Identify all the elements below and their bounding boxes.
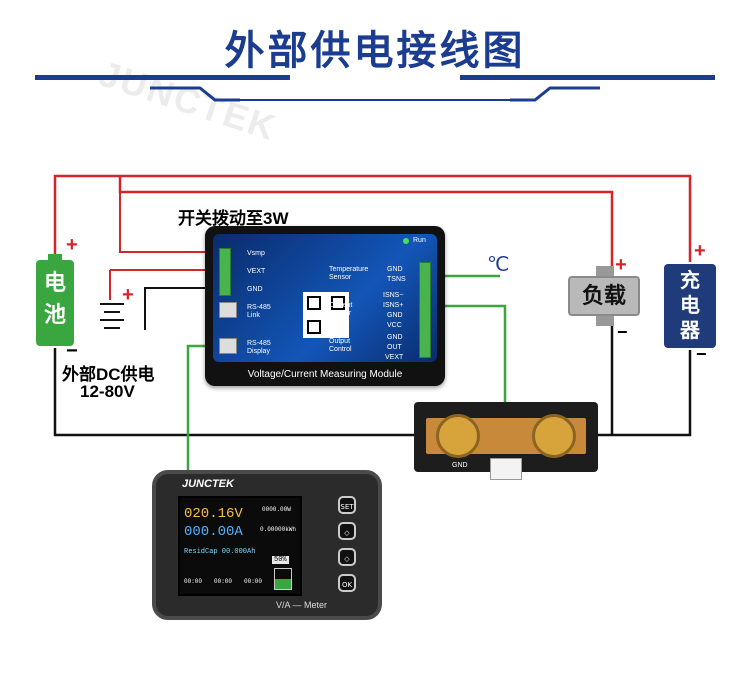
pin-r8: OUT xyxy=(387,344,402,351)
title-underline xyxy=(35,75,715,102)
meter-timer-2: 00:00 xyxy=(214,578,233,585)
ok-button[interactable]: OK xyxy=(338,574,356,592)
meter-display: 020.16V 0000.00W 000.00A 0.00000kWh Resi… xyxy=(178,496,302,596)
pin-r1: GND xyxy=(387,266,403,273)
meter-timer-3: 00:00 xyxy=(244,578,263,585)
meter-current: 000.00A xyxy=(184,524,243,540)
pin-r3: ISNS− xyxy=(383,292,404,299)
shunt-bolt-left xyxy=(436,414,480,458)
run-led xyxy=(403,238,409,244)
positive-wire-main xyxy=(53,174,692,262)
battery-plus: + xyxy=(66,234,78,256)
battery-minus: − xyxy=(66,340,78,362)
shunt-connector xyxy=(490,458,522,480)
charger-label-2: 电 xyxy=(680,293,700,317)
set-button[interactable]: SET xyxy=(338,496,356,514)
module-caption: Voltage/Current Measuring Module xyxy=(247,369,403,380)
va-meter: JUNCTEK 020.16V 0000.00W 000.00A 0.00000… xyxy=(152,470,382,620)
vsmp-wire xyxy=(119,192,222,253)
pin-r4: ISNS+ xyxy=(383,302,404,309)
pin-vsmp: Vsmp xyxy=(247,250,265,257)
battery: 电 池 xyxy=(36,254,74,346)
charger-label-3: 器 xyxy=(680,318,700,342)
pin-r6: VCC xyxy=(387,322,402,329)
meter-brand: JUNCTEK xyxy=(182,478,234,490)
diagram-title: 外部供电接线图 xyxy=(224,27,526,74)
meter-battery-fill xyxy=(275,579,291,589)
negative-wire-main xyxy=(53,348,430,437)
meter-energy: 0.00000kWh xyxy=(260,526,297,533)
run-label: Run xyxy=(413,237,426,244)
rs485-display-port xyxy=(219,338,237,354)
switch-note: 开关拨动至3W xyxy=(178,209,289,228)
up-button[interactable]: ◇ xyxy=(338,522,356,540)
qr-code xyxy=(303,292,349,338)
group-current: Current Sensor xyxy=(329,302,353,317)
load-plus: + xyxy=(615,254,627,276)
meter-power: 0000.00W xyxy=(262,506,291,513)
pin-r9: VEXT xyxy=(385,354,404,361)
charger-plus: + xyxy=(694,240,706,262)
rs485-link-port xyxy=(219,302,237,318)
meter-name: V/A — Meter xyxy=(276,600,328,610)
left-terminal xyxy=(219,248,231,296)
group-temperature: Temperature Sensor xyxy=(329,266,369,281)
dc-label-1: 外部DC供电 xyxy=(62,365,155,384)
battery-label-1: 电 xyxy=(43,271,66,296)
rs485-link-label: RS-485 Link xyxy=(247,304,271,319)
pin-gnd: GND xyxy=(247,286,263,293)
battery-label-2: 池 xyxy=(43,303,66,328)
pin-r2: TSNS xyxy=(387,276,406,283)
meter-battery-level xyxy=(274,568,292,590)
down-button[interactable]: ◇ xyxy=(338,548,356,566)
charger-minus: − xyxy=(696,344,707,364)
measuring-module: Run Vsmp VEXT GND RS-485 Link RS-485 Dis… xyxy=(205,226,445,386)
meter-percent: 50% xyxy=(272,556,289,564)
pin-vext: VEXT xyxy=(247,268,266,275)
rs485-display-label: RS-485 Display xyxy=(247,340,271,355)
load-minus: − xyxy=(617,322,628,342)
charger-label-1: 充 xyxy=(680,268,700,292)
pin-r5: GND xyxy=(387,312,403,319)
pin-r7: GND xyxy=(387,334,403,341)
meter-timer-1: 00:00 xyxy=(184,578,203,585)
gnd-wire xyxy=(144,287,222,330)
shunt-gnd: GND xyxy=(452,462,468,469)
group-output: Output Control xyxy=(329,338,352,353)
right-terminal xyxy=(419,262,431,358)
shunt-bolt-right xyxy=(532,414,576,458)
negative-wire-out xyxy=(585,350,692,437)
meter-residcap: ResidCap 00.000Ah xyxy=(184,548,256,556)
dc-label-2: 12-80V xyxy=(80,382,135,401)
positive-wire-load xyxy=(118,176,614,270)
dc-plus: + xyxy=(122,284,134,306)
temperature-symbol: ℃ xyxy=(487,254,510,276)
dc-source-symbol xyxy=(100,303,124,329)
charger: 充 电 器 xyxy=(664,264,716,348)
meter-voltage: 020.16V xyxy=(184,506,243,522)
load: 负载 xyxy=(568,266,640,326)
